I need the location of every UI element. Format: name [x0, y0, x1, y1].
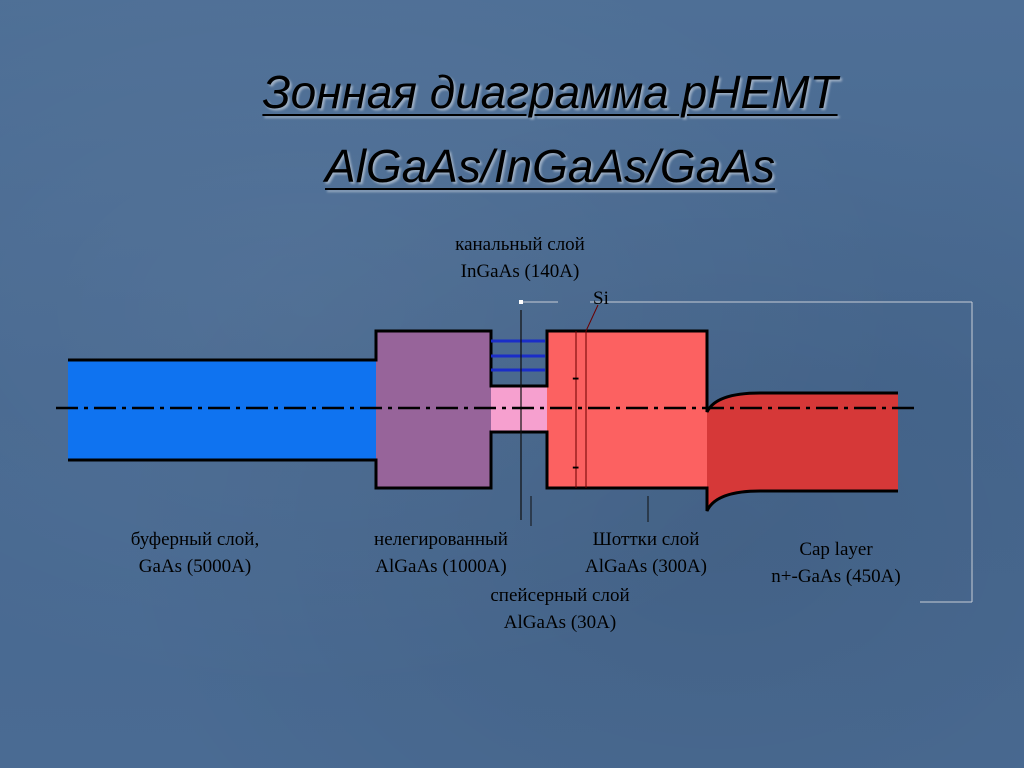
cap-layer-label: Cap layer n+-GaAs (450A) — [736, 536, 936, 590]
reference-frame — [519, 300, 973, 603]
schottky-layer-label-line-2: AlGaAs (300A) — [585, 556, 707, 577]
spacer-layer-label: спейсерный слой AlGaAs (30A) — [460, 582, 660, 636]
cap-layer-label-line-1: Cap layer — [799, 539, 873, 560]
schottky-layer-label-line-1: Шоттки слой — [592, 529, 700, 550]
buffer-layer-label: буферный слой, GaAs (5000A) — [95, 526, 295, 580]
schottky-layer-label: Шоттки слой AlGaAs (300A) — [546, 526, 746, 580]
channel-layer-label: канальный слой InGaAs (140A) — [420, 231, 620, 285]
undoped-algaas-band — [376, 331, 491, 488]
buffer-layer-band — [68, 360, 376, 460]
undoped-layer-label-line-2: AlGaAs (1000A) — [375, 556, 507, 577]
charge-sign-bottom: - — [572, 453, 580, 478]
slide-title-line-1: Зонная диаграмма pHEMT — [262, 66, 838, 118]
slide-title-line-2: AlGaAs/InGaAs/GaAs — [325, 140, 775, 192]
buffer-layer-label-line-2: GaAs (5000A) — [138, 556, 252, 577]
si-delta-doping — [575, 304, 599, 488]
channel-subband-levels — [491, 339, 545, 372]
charge-sign-top: - — [572, 364, 580, 389]
si-label: Si — [593, 288, 609, 309]
schottky-algaas-band — [547, 331, 707, 488]
spacer-layer-label-line-1: спейсерный слой — [490, 585, 630, 606]
label-leader-lines — [530, 496, 649, 526]
undoped-layer-label: нелегированный AlGaAs (1000A) — [341, 526, 541, 580]
cap-layer-band — [707, 393, 898, 511]
spacer-layer-label-line-2: AlGaAs (30A) — [503, 612, 617, 633]
buffer-layer-label-line-1: буферный слой, — [130, 529, 260, 550]
slide-title: Зонная диаграмма pHEMT AlGaAs/InGaAs/GaA… — [150, 55, 950, 203]
channel-layer-label-line-1: канальный слой — [455, 234, 585, 255]
channel-layer-label-line-2: InGaAs (140A) — [460, 261, 580, 282]
undoped-layer-label-line-1: нелегированный — [374, 529, 508, 550]
cap-layer-label-line-2: n+-GaAs (450A) — [771, 566, 901, 587]
